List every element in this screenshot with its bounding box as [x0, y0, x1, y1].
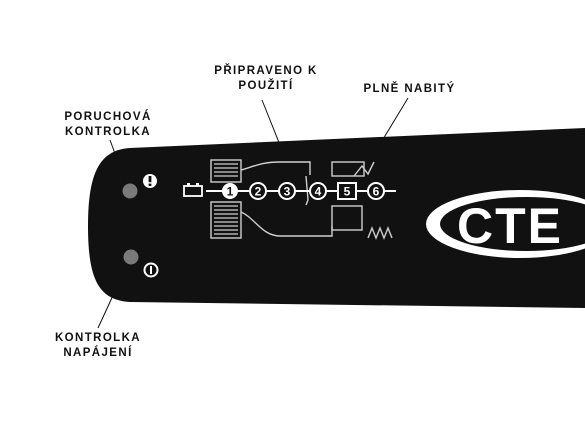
ready-to-use-label: PŘIPRAVENO K POUŽITÍ: [196, 64, 336, 94]
fully-charged-label: PLNĚ NABITÝ: [352, 82, 467, 97]
full-label-line1: PLNĚ NABITÝ: [363, 83, 456, 95]
step-4: 4: [309, 182, 327, 200]
step-5-label: 5: [344, 185, 351, 199]
power-led: [123, 249, 139, 265]
leader-full: [367, 97, 409, 165]
brand-text: CTE: [457, 198, 563, 254]
leader-lines: [97, 97, 409, 329]
fault-indicator-label: PORUCHOVÁ KONTROLKA: [52, 110, 164, 140]
power-icon: [143, 262, 159, 278]
leader-fault: [109, 139, 125, 179]
step-3: 3: [278, 182, 296, 200]
fault-label-line1: PORUCHOVÁ: [64, 111, 152, 123]
exclamation-icon: [143, 174, 157, 188]
control-panel: [88, 128, 585, 308]
step-5: 5: [337, 182, 357, 200]
ready-label-line1: PŘIPRAVENO K: [214, 65, 318, 77]
maintenance-wave: [367, 226, 393, 240]
ready-label-line2: POUŽITÍ: [238, 80, 294, 92]
step-2-label: 2: [255, 185, 262, 199]
step-3-label: 3: [284, 185, 291, 199]
charge-curve-graphic: [210, 159, 365, 239]
leader-power: [97, 275, 123, 329]
ctek-logo: CTE: [426, 190, 585, 258]
fault-label-line2: KONTROLKA: [64, 126, 152, 138]
step-1: 1: [222, 183, 238, 199]
leader-ready: [261, 99, 291, 171]
power-label-line1: KONTROLKA: [54, 332, 142, 344]
step-4-label: 4: [315, 185, 322, 199]
pulse-wave: [353, 161, 375, 177]
step-1-label: 1: [227, 185, 234, 199]
step-6: 6: [367, 182, 385, 200]
power-label-line2: NAPÁJENÍ: [63, 347, 133, 359]
hatch-lines: [214, 163, 238, 235]
fault-led: [122, 183, 138, 199]
power-indicator-label: KONTROLKA NAPÁJENÍ: [42, 331, 154, 361]
battery-icon: [183, 183, 203, 197]
step-2: 2: [249, 182, 267, 200]
step-6-label: 6: [373, 185, 380, 199]
